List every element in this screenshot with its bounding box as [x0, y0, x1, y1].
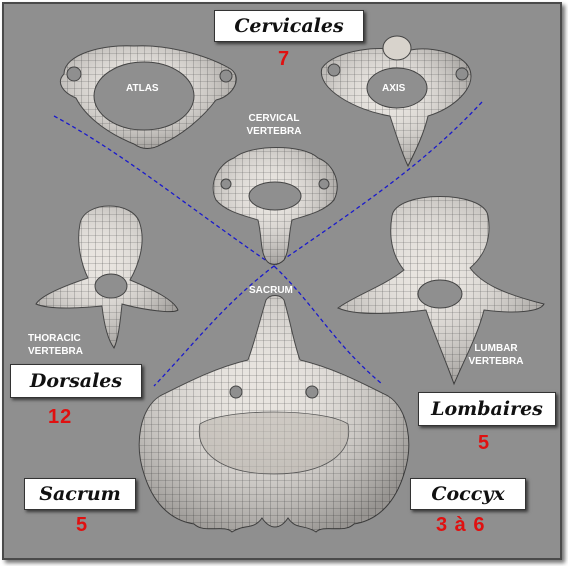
coccyx-box: Coccyx — [410, 478, 526, 510]
lumbar-vertebra — [337, 196, 545, 386]
lumbar-vertebra-label: LUMBAR VERTEBRA — [464, 342, 528, 368]
cervicales-box: Cervicales — [214, 10, 364, 42]
thoracic-vertebra — [35, 205, 179, 349]
atlas-vertebra — [60, 45, 237, 149]
vertebrae-figure — [35, 35, 545, 533]
sacrum-count: 5 — [76, 514, 89, 536]
lombaires-box: Lombaires — [418, 392, 556, 426]
lumbar-label-line-2: VERTEBRA — [468, 356, 524, 367]
atlas-label: ATLAS — [126, 83, 159, 94]
sacrum-bone — [138, 295, 410, 533]
cervical-vertebra-label: CERVICAL VERTEBRA — [242, 112, 306, 138]
thoracic-label-line-2: VERTEBRA — [28, 346, 84, 357]
cervicales-count: 7 — [278, 48, 291, 70]
cervical-label-line-1: CERVICAL — [248, 113, 300, 124]
dorsales-box: Dorsales — [10, 364, 142, 398]
diagram-frame: ATLAS AXIS CERVICAL VERTEBRA THORACIC VE… — [2, 2, 562, 560]
dorsales-count: 12 — [48, 406, 73, 428]
lombaires-count: 5 — [478, 432, 491, 454]
sacrum-box: Sacrum — [24, 478, 136, 510]
axis-vertebra — [320, 35, 472, 168]
thoracic-vertebra-label: THORACIC VERTEBRA — [28, 332, 83, 358]
cervical-label-line-2: VERTEBRA — [246, 126, 302, 137]
thoracic-label-line-1: THORACIC — [28, 333, 81, 344]
divider-right — [272, 101, 483, 385]
lumbar-label-line-1: LUMBAR — [474, 343, 518, 354]
coccyx-count: 3 à 6 — [436, 514, 486, 536]
cervical-vertebra — [212, 147, 338, 265]
sacrum-bone-label: SACRUM — [249, 285, 293, 296]
divider-left — [53, 115, 276, 387]
axis-label: AXIS — [382, 83, 406, 94]
